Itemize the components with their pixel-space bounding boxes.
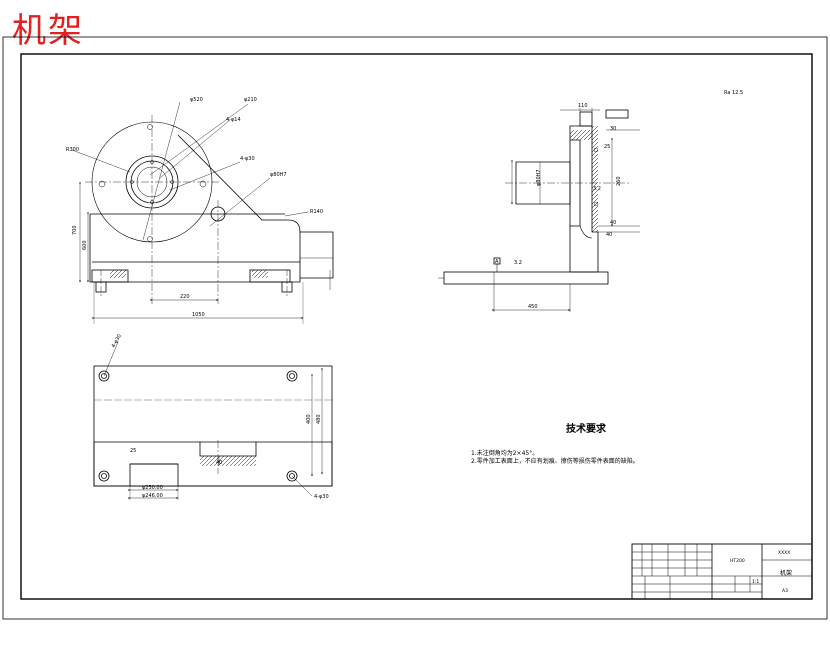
label-plan-slot-w1: φ230.00	[142, 485, 163, 491]
label-holes-mid: 4-φ30	[240, 156, 255, 162]
label-radius-right: R140	[310, 209, 323, 215]
label-plan-slot-w2: φ246.00	[142, 493, 163, 499]
label-plan-width: 480	[316, 414, 322, 424]
side-view	[438, 108, 640, 312]
label-height-total: 700	[72, 225, 78, 235]
hub-circle	[125, 155, 179, 209]
label-plan-hole-tl: 4-φ30	[111, 333, 124, 349]
title-block-material: HT200	[730, 558, 745, 564]
label-plan-step: 25	[130, 448, 136, 454]
label-holes-top: 4-φ14	[226, 117, 241, 123]
label-roughness-base: 3.2	[514, 260, 522, 266]
plan-view	[93, 341, 333, 500]
label-plan-notch-depth: 40	[216, 460, 222, 466]
label-surface-finish: Ra 12.5	[724, 90, 743, 96]
plan-bolt-tl	[98, 370, 110, 382]
label-radius-outer: R300	[66, 147, 79, 153]
front-view	[71, 101, 334, 324]
label-offset: 220	[180, 294, 190, 300]
title-block-company: XXXX	[778, 550, 790, 556]
label-height-part: 600	[82, 240, 88, 250]
label-base-len: 450	[528, 304, 538, 310]
drawing-title: 机架	[12, 11, 84, 51]
label-bore: φ80H7	[536, 169, 542, 186]
tech-requirement-item: 1.未注倒角均为2×45°。	[471, 449, 538, 457]
label-t30: 30	[610, 126, 616, 132]
label-d40: 40	[610, 220, 616, 226]
label-top-width: 110	[578, 103, 588, 109]
label-dim-260: 260	[616, 176, 622, 186]
tech-requirements-heading: 技术要求	[566, 422, 607, 435]
label-fit: φ80H7	[270, 172, 287, 178]
label-d40b: 40	[606, 232, 612, 238]
label-roughness: 3.2	[593, 186, 601, 192]
title-block-scale: 1:1	[752, 579, 759, 585]
sheet-outer-border	[2, 36, 828, 620]
title-block-drawing-name: 机架	[780, 569, 792, 577]
label-datum: A	[495, 259, 499, 265]
bolt-hole	[98, 180, 106, 188]
label-r25: 25	[604, 144, 610, 150]
label-plan-hole-br: 4-φ30	[314, 494, 329, 500]
label-length-total: 1050	[192, 312, 205, 318]
title-block	[631, 543, 813, 600]
sheet-inner-frame	[20, 53, 813, 600]
label-plan-width-inner: 400	[306, 414, 312, 424]
title-block-sheet-size: A3	[782, 588, 788, 594]
label-phi-bore: φ210	[244, 97, 257, 103]
tech-requirement-item: 2.零件加工表面上，不应有划痕、擦伤等损伤零件表面的缺陷。	[471, 457, 639, 465]
label-phi-outer: φ520	[190, 97, 203, 103]
